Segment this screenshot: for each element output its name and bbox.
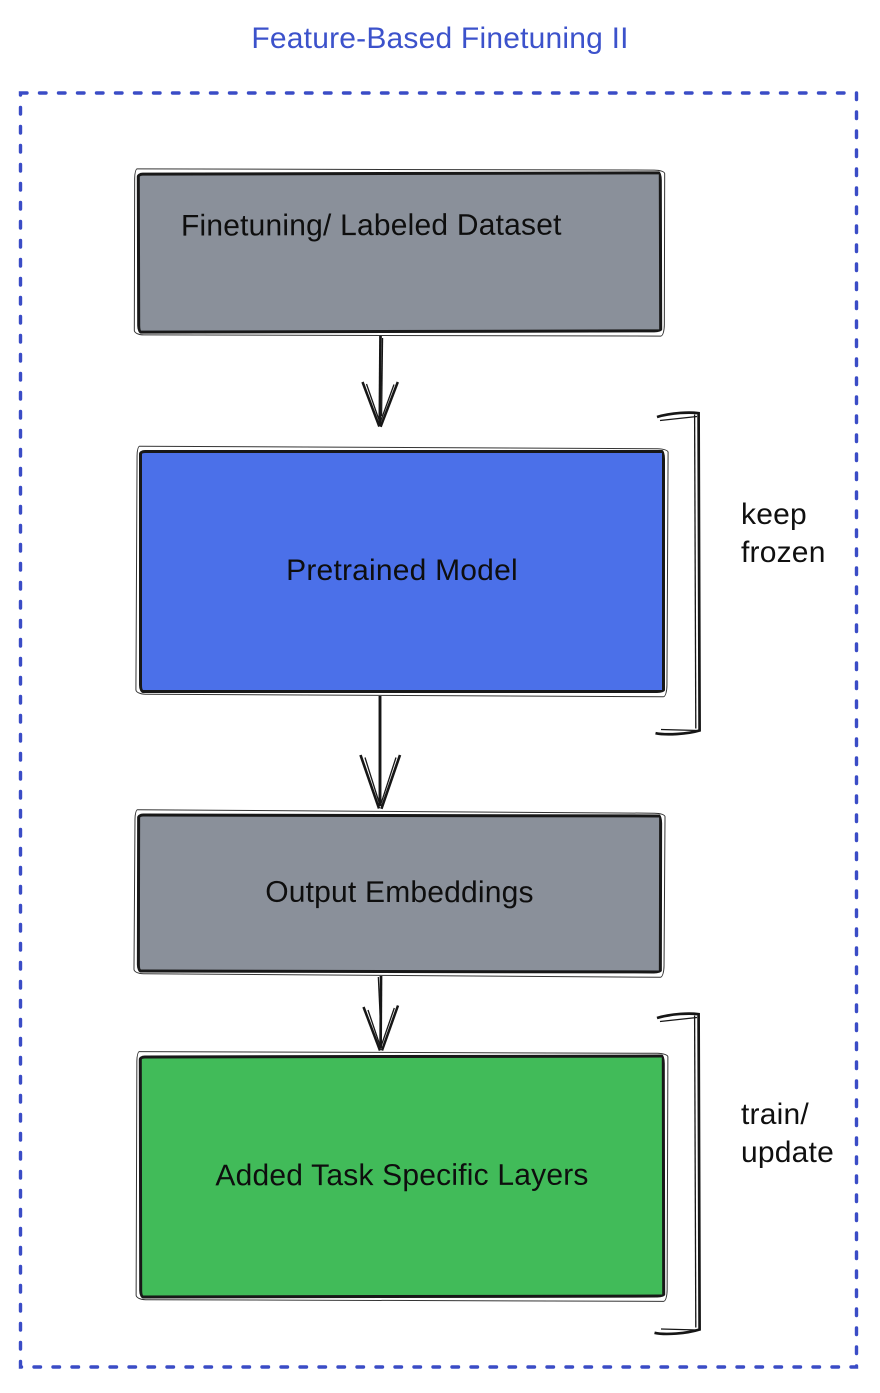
bracket-top-tick-echo	[659, 415, 698, 422]
arrow-head-left	[362, 1006, 382, 1051]
arrow-head-right-echo	[380, 1007, 395, 1048]
dotted-frame-border	[18, 91, 859, 1369]
box-label-added-task-specific-layers: Added Task Specific Layers	[215, 1158, 589, 1193]
arrow-shaft-echo	[377, 976, 382, 1037]
arrow-pretrained-to-embeddings	[359, 696, 402, 810]
arrow-head-left	[359, 754, 381, 809]
diagram-title: Feature-Based Finetuning II	[251, 22, 629, 55]
arrow-head-right-echo	[379, 757, 397, 807]
arrow-head-left	[361, 381, 381, 427]
bracket-main	[654, 1012, 701, 1336]
arrow-head-left-echo	[364, 757, 381, 807]
bracket-top-tick-echo	[659, 1016, 698, 1023]
bracket-keep-frozen	[655, 411, 701, 736]
bracket-train-update	[654, 1012, 701, 1336]
arrow-head-left-echo	[367, 1009, 382, 1049]
box-label-pretrained-model: Pretrained Model	[286, 554, 518, 588]
arrow-head-right	[380, 1005, 400, 1051]
bracket-bottom-tick-echo	[660, 728, 699, 732]
box-added-task-specific-layers: Added Task Specific Layers	[138, 1054, 666, 1299]
annotation-train-update: train/ update	[741, 1098, 834, 1170]
arrow-head-left-echo	[365, 383, 382, 425]
annotation-keep-frozen: keep frozen	[741, 498, 826, 570]
arrow-dataset-to-pretrained	[361, 335, 399, 428]
arrow-head-right	[379, 381, 399, 428]
box-label-finetuning-labeled-dataset: Finetuning/ Labeled Dataset	[180, 208, 562, 243]
box-pretrained-model: Pretrained Model	[139, 450, 665, 693]
arrow-shaft	[378, 335, 382, 425]
box-label-output-embeddings: Output Embeddings	[265, 876, 534, 910]
arrow-embeddings-to-task-layers	[362, 975, 400, 1051]
arrow-head-right-echo	[378, 384, 395, 425]
box-output-embeddings: Output Embeddings	[136, 813, 663, 974]
bracket-bottom-tick-echo	[660, 1328, 699, 1331]
bracket-vertical-echo	[693, 414, 697, 729]
bracket-main	[655, 411, 701, 736]
bracket-vertical-echo	[693, 1015, 697, 1328]
arrow-head-right	[380, 754, 402, 810]
box-finetuning-labeled-dataset: Finetuning/ Labeled Dataset	[136, 171, 663, 334]
arrow-shaft-echo	[381, 337, 384, 417]
